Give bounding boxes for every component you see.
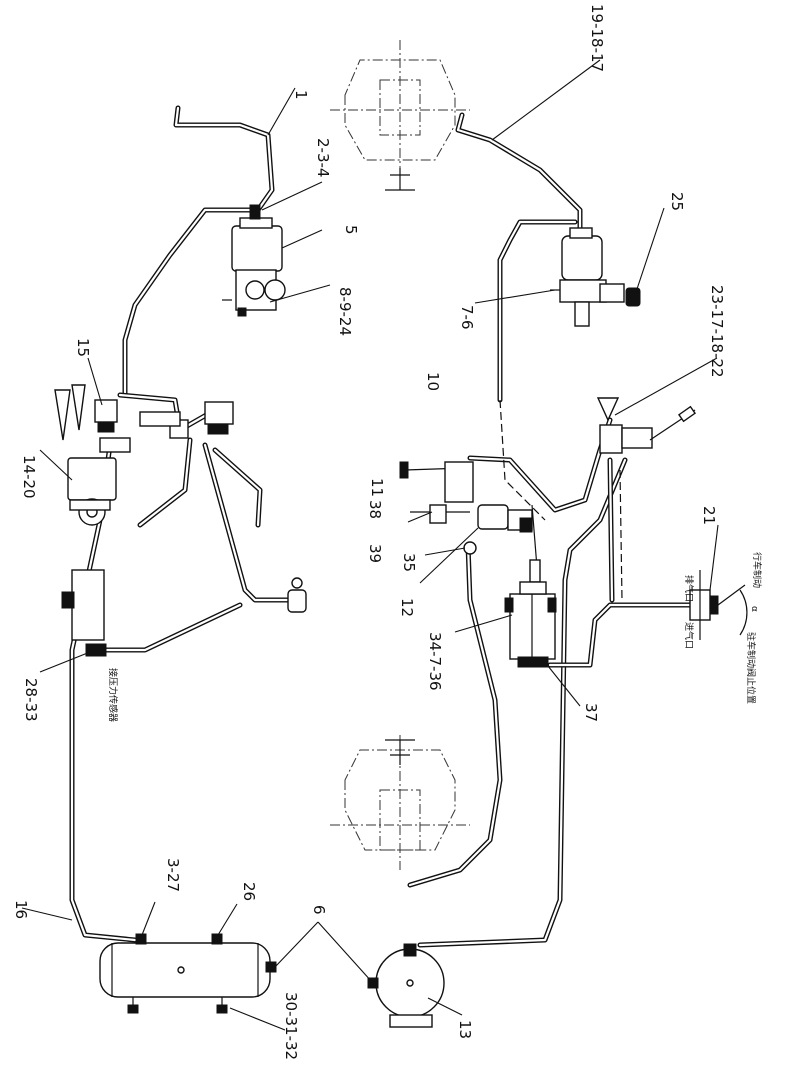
pipe-end-fitting-right — [287, 577, 307, 613]
component-13-round-tank — [367, 943, 445, 1028]
component-34-7-36-spring-brake — [504, 581, 557, 668]
label-35: 35 — [400, 553, 418, 572]
component-15-valve-cluster — [54, 384, 234, 453]
annotation-park-position: 驻车制动阀止位置 — [745, 632, 757, 704]
label-15: 15 — [74, 338, 92, 357]
label-11: 11 — [368, 478, 386, 497]
part-labels: 1 2-3-4 5 8-9-24 15 14-20 28-33 19-18-17… — [12, 4, 726, 1060]
label-21: 21 — [700, 506, 718, 525]
label-39: 39 — [366, 544, 384, 563]
label-6: 6 — [310, 905, 328, 915]
label-26: 26 — [240, 882, 258, 901]
component-21-parking-valve — [689, 570, 748, 640]
label-5: 5 — [342, 225, 360, 235]
annotation-drive-position: 行车制动 — [751, 552, 763, 588]
annotation-brake-note: 接压力传感器 — [107, 668, 119, 722]
label-38: 38 — [366, 500, 384, 519]
label-8-9-24: 8-9-24 — [336, 287, 354, 336]
component-14-20-relay-valve — [67, 457, 117, 526]
component-16-air-tank — [99, 933, 277, 1014]
label-7-6: 7-6 — [458, 305, 476, 330]
label-23-17-18-22: 23-17-18-22 — [708, 285, 726, 378]
label-1: 1 — [292, 90, 310, 100]
label-3-27: 3-27 — [164, 858, 182, 892]
component-25-brake-chamber — [550, 227, 641, 327]
label-2-3-4: 2-3-4 — [314, 138, 332, 177]
component-23-brake-valve — [596, 397, 697, 454]
label-34-7-36: 34-7-36 — [426, 632, 444, 691]
label-25: 25 — [668, 192, 686, 211]
component-11-38-39-35-cluster — [399, 461, 541, 583]
label-13: 13 — [456, 1020, 474, 1039]
label-37: 37 — [582, 703, 600, 722]
annotation-vent-a: 排气口 — [683, 575, 695, 602]
label-14-20: 14-20 — [20, 455, 38, 499]
pipe-network — [69, 105, 693, 948]
annotation-vent-b: 进气口 — [683, 622, 695, 649]
label-19-18-17: 19-18-17 — [588, 4, 606, 72]
front-axle-outline — [330, 40, 470, 191]
label-16: 16 — [12, 900, 30, 919]
rear-axle-outline — [330, 735, 470, 870]
label-10: 10 — [424, 372, 442, 391]
leader-lines — [21, 59, 719, 1031]
component-5-air-dryer — [222, 204, 286, 317]
label-12: 12 — [398, 598, 416, 617]
annotation-angle: α — [749, 606, 759, 612]
component-28-33-valve-box — [61, 569, 107, 657]
label-30-31-32: 30-31-32 — [282, 992, 300, 1060]
label-28-33: 28-33 — [22, 678, 40, 722]
annotations: 行车制动 驻车制动阀止位置 α 排气口 进气口 接压力传感器 — [107, 552, 763, 722]
